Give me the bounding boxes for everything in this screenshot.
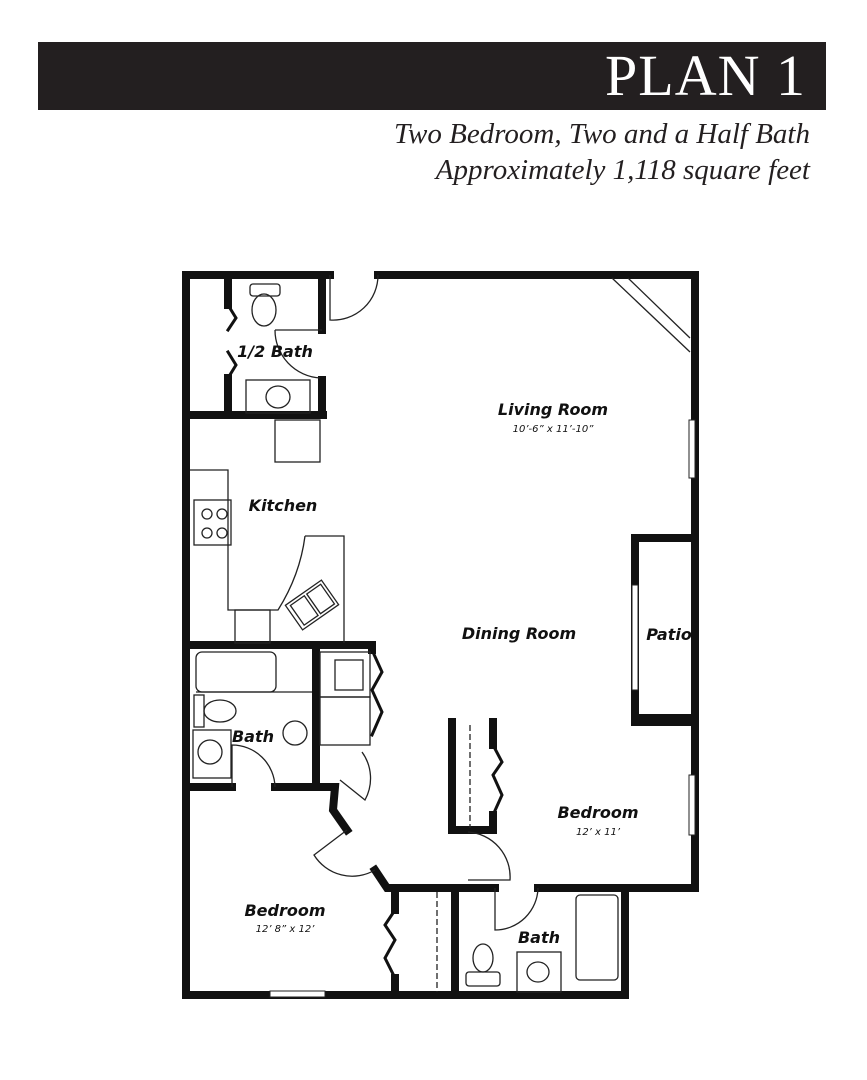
fixtures [190,283,619,993]
toilet-icon [203,699,237,723]
bathtub-icon [195,651,277,693]
living-room-dimensions: 10’-6” x 11’-10” [513,424,595,435]
title-banner: PLAN 1 [38,42,826,110]
toilet-icon [472,943,494,973]
bathtub-icon [575,894,619,981]
bedroom-2-label: Bedroom [557,803,638,822]
kitchen-sink-icon [284,579,340,631]
bedroom-2-dimensions: 12’ x 11’ [576,827,621,838]
dining-room-label: Dining Room [462,624,576,643]
toilet-icon [249,283,281,297]
bath-1-label: Bath [232,727,274,746]
door-swings [231,274,539,931]
kitchen-label: Kitchen [249,496,318,515]
bedroom-1-label: Bedroom [244,901,325,920]
sink-icon [197,739,223,765]
half-bath-label: 1/2 Bath [237,342,313,361]
bath-2-label: Bath [518,928,560,947]
living-room-label: Living Room [498,400,608,419]
sink-icon [516,951,562,993]
bedroom-1-dimensions: 12’ 8” x 12’ [256,924,316,935]
sink-icon [245,379,311,414]
plan-square-footage: Approximately 1,118 square feet [435,154,810,186]
interior-walls [182,271,629,999]
plan-title: PLAN 1 [605,43,806,108]
dryer-icon [319,696,371,746]
bifold-doors [225,302,504,981]
windows [269,277,696,998]
room-labels: 1/2 Bath Living Room 10’-6” x 11’-10” Ki… [232,342,692,947]
patio-label: Patio [646,625,692,644]
stove-icon [193,499,232,546]
plan-subtitle: Two Bedroom, Two and a Half Bath [394,118,810,150]
